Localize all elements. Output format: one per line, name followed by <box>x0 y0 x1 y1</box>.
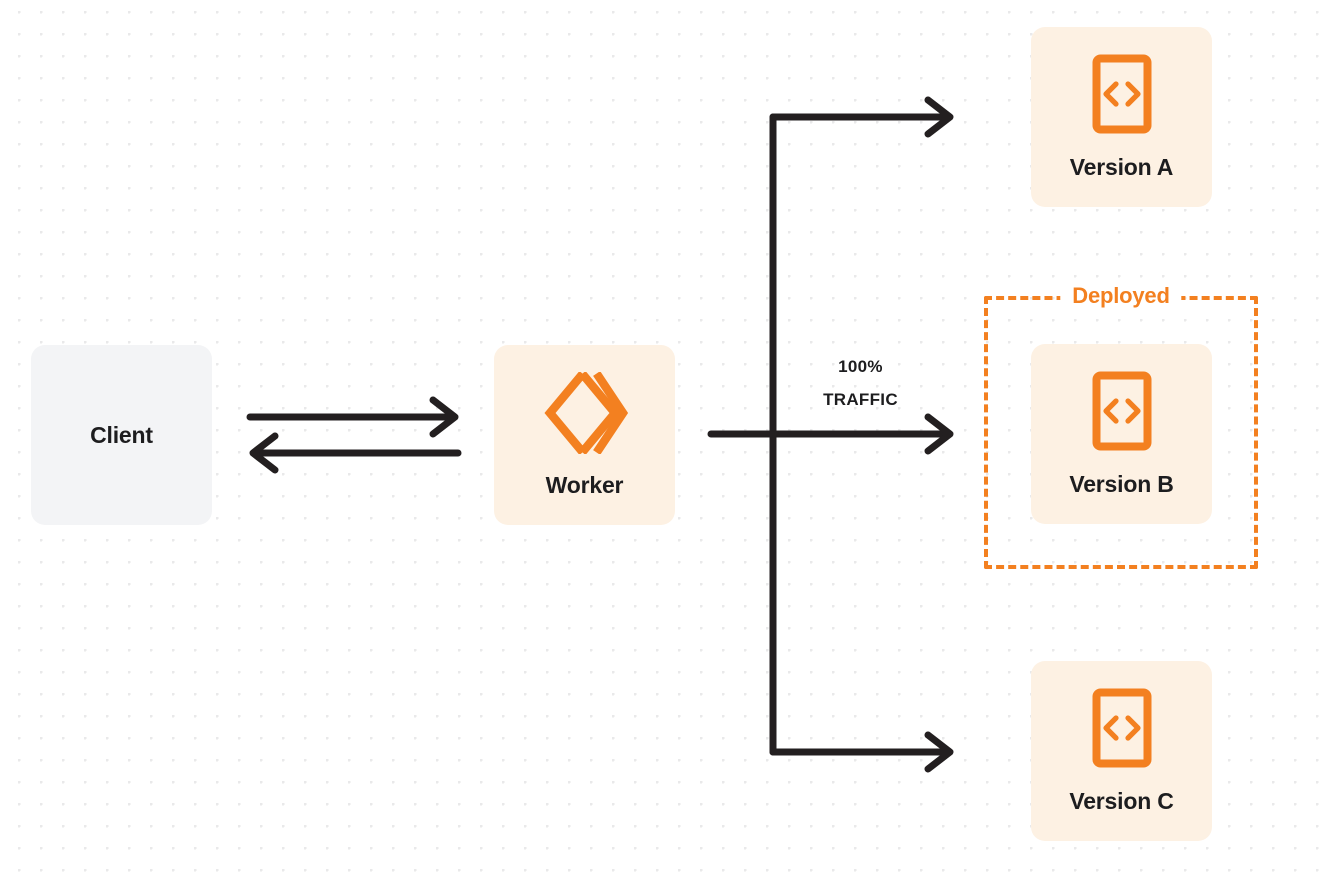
traffic-label: 100% TRAFFIC <box>793 350 928 416</box>
traffic-percent-text: 100% <box>838 357 883 376</box>
edge-to-version-b <box>769 413 954 455</box>
code-brackets-icon <box>1092 371 1152 451</box>
code-brackets-icon <box>1092 54 1152 134</box>
edge-worker-to-client <box>249 432 462 474</box>
group-deployed: Deployed <box>984 283 1258 569</box>
node-client[interactable]: Client <box>31 345 212 525</box>
edge-to-version-c <box>769 731 954 773</box>
version-b-label: Version B <box>1069 470 1174 497</box>
edge-worker-fanout-trunk <box>707 113 777 756</box>
node-version-c[interactable]: Version C <box>1031 661 1212 841</box>
node-worker[interactable]: Worker <box>494 345 675 525</box>
edge-to-version-a <box>769 96 954 138</box>
version-c-label: Version C <box>1069 787 1174 814</box>
worker-label: Worker <box>545 471 624 498</box>
code-brackets-icon <box>1092 688 1152 768</box>
node-version-b[interactable]: Version B <box>1031 344 1212 524</box>
node-version-a[interactable]: Version A <box>1031 27 1212 207</box>
traffic-word-text: TRAFFIC <box>823 390 898 410</box>
version-a-label: Version A <box>1069 153 1174 180</box>
edge-client-to-worker <box>246 396 459 438</box>
cloudflare-workers-logo-icon <box>542 370 628 455</box>
client-label: Client <box>90 421 153 448</box>
deployed-group-label: Deployed <box>1060 283 1182 309</box>
